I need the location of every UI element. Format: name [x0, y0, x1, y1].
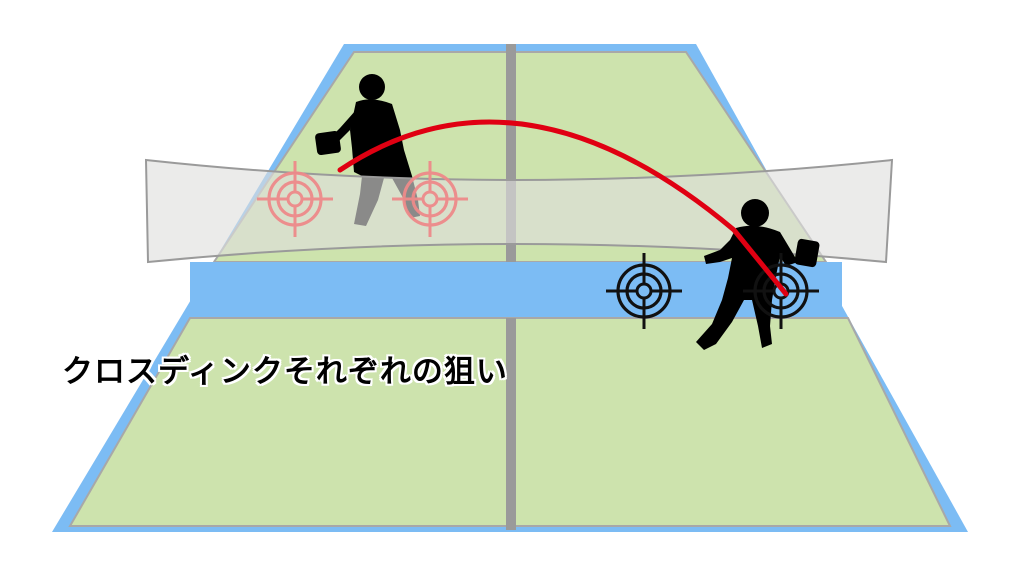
center-line-far: [506, 44, 516, 262]
net: [144, 158, 894, 264]
ball-trajectory: [337, 119, 789, 297]
near-player: [696, 199, 820, 350]
center-line-near: [506, 318, 516, 530]
caption-text: クロスディンクそれぞれの狙い: [62, 354, 508, 390]
